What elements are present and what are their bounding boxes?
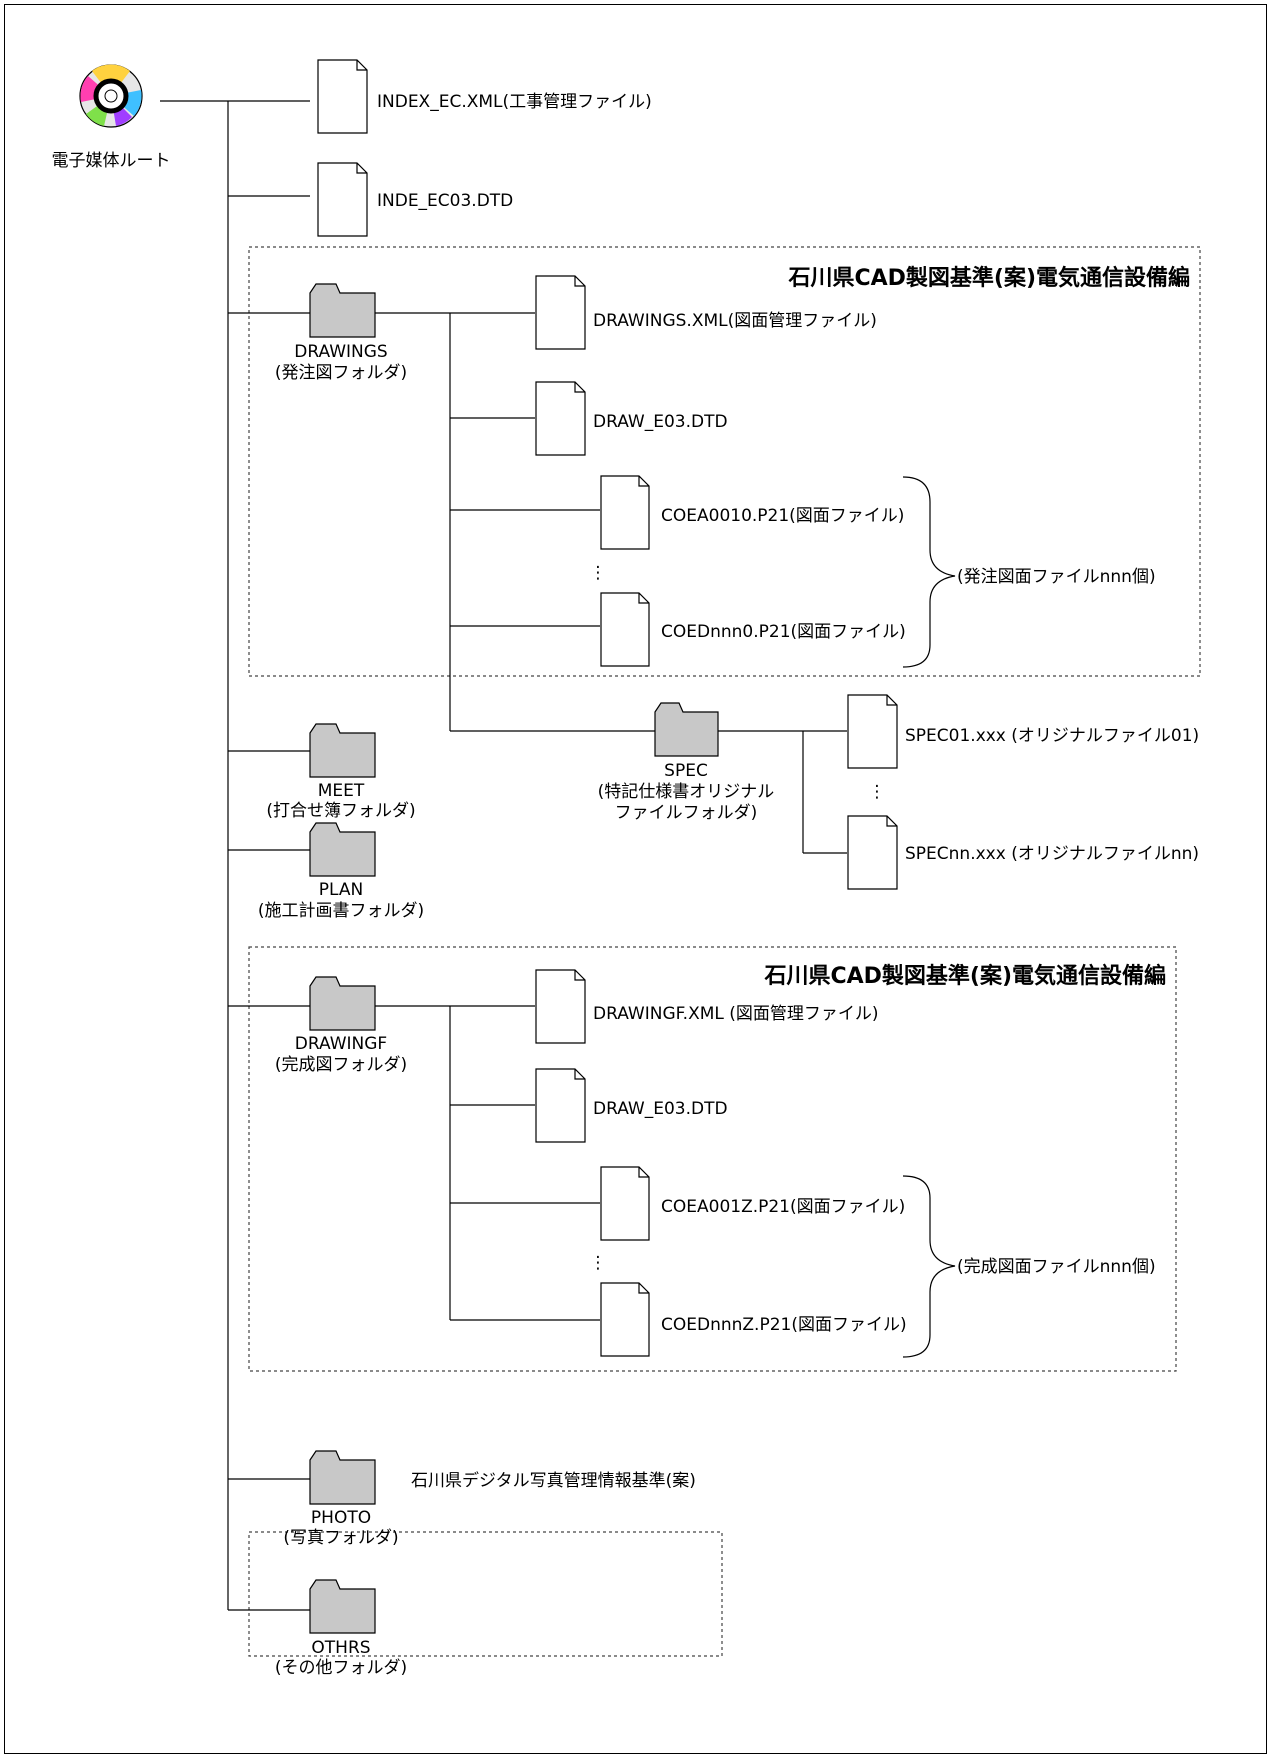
plan-folder-desc: (施工計画書フォルダ) <box>258 901 424 921</box>
folder-icon <box>654 702 719 757</box>
drawings-last-file: COEDnnn0.P21(図面ファイル) <box>661 622 906 642</box>
drawingf-dtd-label: DRAW_E03.DTD <box>593 1099 728 1119</box>
drawingf-xml-label: DRAWINGF.XML (図面管理ファイル) <box>593 1004 879 1024</box>
document-icon <box>847 815 898 890</box>
spec-ellipsis: ⋮ <box>869 782 886 802</box>
photo-heading: 石川県デジタル写真管理情報基準(案) <box>411 1470 696 1491</box>
index-xml-label: INDEX_EC.XML(工事管理ファイル) <box>377 92 652 112</box>
document-icon <box>535 275 586 350</box>
drawings-folder-name: DRAWINGS <box>294 342 387 362</box>
drawings-dtd-label: DRAW_E03.DTD <box>593 412 728 432</box>
meet-folder-name: MEET <box>318 781 365 801</box>
document-icon <box>317 59 368 134</box>
plan-folder-name: PLAN <box>319 880 363 900</box>
document-icon <box>600 592 650 667</box>
spec-folder-desc-1: (特記仕様書オリジナル <box>598 782 775 802</box>
spec-folder-name: SPEC <box>664 761 708 781</box>
drawings-xml-label: DRAWINGS.XML(図面管理ファイル) <box>593 311 877 331</box>
document-icon <box>535 969 586 1044</box>
drawingf-folder-name: DRAWINGF <box>295 1034 387 1054</box>
folder-icon <box>309 723 376 778</box>
document-icon <box>535 381 586 456</box>
cad-section-box-completion <box>248 946 1177 1372</box>
document-icon <box>600 1166 650 1241</box>
folder-icon <box>309 1450 376 1505</box>
document-icon <box>317 162 368 237</box>
drawingf-folder-desc: (完成図フォルダ) <box>275 1055 407 1075</box>
spec-last-file: SPECnn.xxx (オリジナルファイルnn) <box>905 844 1199 864</box>
cad-heading-orders: 石川県CAD製図基準(案)電気通信設備編 <box>787 265 1190 291</box>
drawings-group-note: (発注図面ファイルnnn個) <box>957 567 1156 587</box>
document-icon <box>847 694 898 769</box>
meet-folder-desc: (打合せ簿フォルダ) <box>266 801 415 821</box>
cad-section-box-orders <box>248 246 1201 677</box>
folder-icon <box>309 976 376 1031</box>
folder-icon <box>309 822 376 877</box>
tree-connectors <box>160 100 956 1611</box>
cad-heading-completion: 石川県CAD製図基準(案)電気通信設備編 <box>763 963 1166 989</box>
othrs-folder-name: OTHRS <box>311 1638 370 1658</box>
drawings-ellipsis: ⋮ <box>590 563 607 583</box>
photo-folder-name: PHOTO <box>311 1508 371 1528</box>
drawings-folder-desc: (発注図フォルダ) <box>275 363 407 383</box>
photo-section-box <box>248 1531 723 1657</box>
document-icon <box>600 475 650 550</box>
document-icon <box>600 1282 650 1357</box>
disc-icon <box>79 64 143 128</box>
drawingf-last-file: COEDnnnZ.P21(図面ファイル) <box>661 1315 907 1335</box>
index-dtd-label: INDE_EC03.DTD <box>377 191 513 211</box>
spec-folder-desc-2: ファイルフォルダ) <box>615 803 758 823</box>
drawingf-ellipsis: ⋮ <box>590 1253 607 1273</box>
page-frame <box>4 4 1267 1754</box>
root-label: 電子媒体ルート <box>52 151 171 171</box>
folder-icon <box>309 283 376 338</box>
drawings-first-file: COEA0010.P21(図面ファイル) <box>661 506 904 526</box>
photo-folder-desc: (写真フォルダ) <box>283 1528 398 1548</box>
document-icon <box>535 1068 586 1143</box>
drawingf-first-file: COEA001Z.P21(図面ファイル) <box>661 1197 905 1217</box>
folder-icon <box>309 1579 376 1634</box>
othrs-folder-desc: (その他フォルダ) <box>275 1658 407 1678</box>
spec-first-file: SPEC01.xxx (オリジナルファイル01) <box>905 726 1199 746</box>
drawingf-group-note: (完成図面ファイルnnn個) <box>957 1257 1156 1277</box>
